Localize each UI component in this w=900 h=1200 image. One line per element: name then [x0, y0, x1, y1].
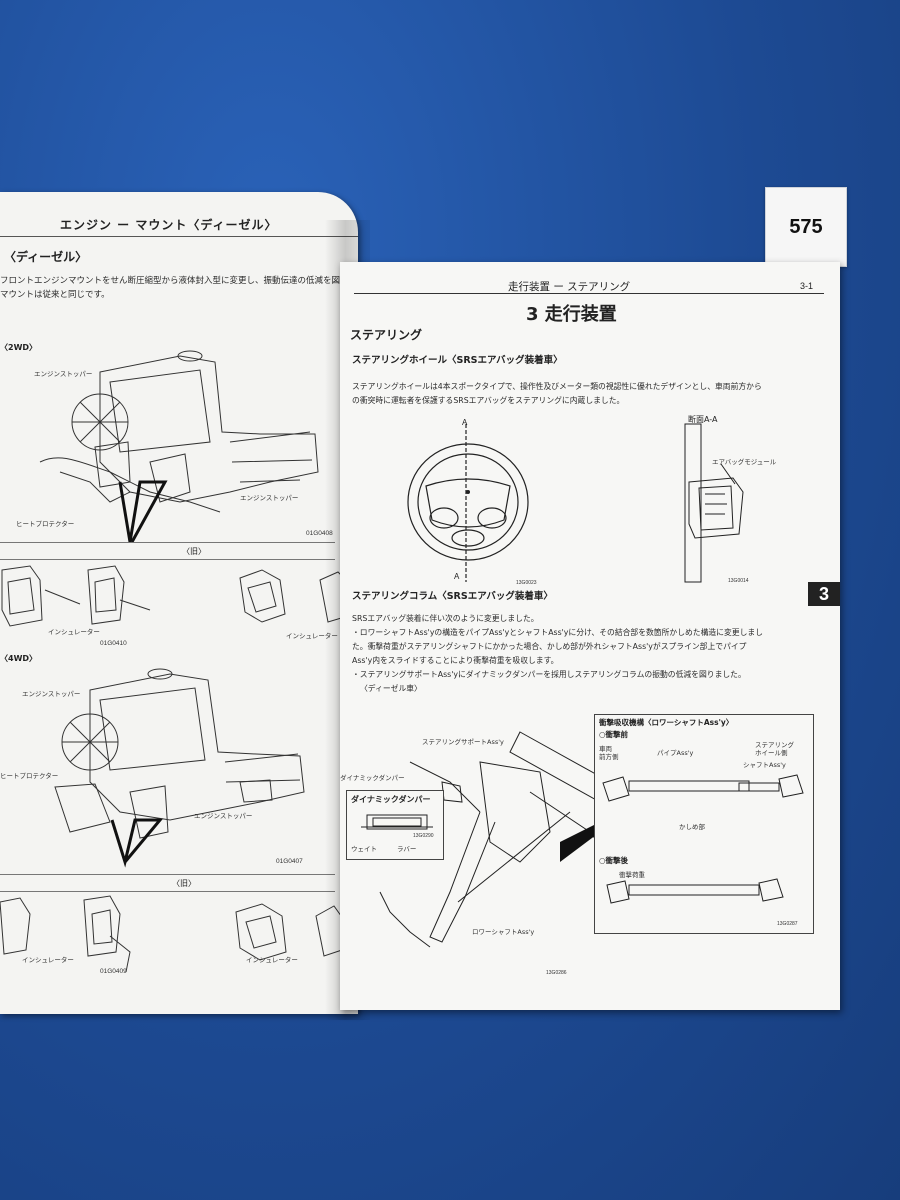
wheel-text-2: の衝突時に運転者を保護するSRSエアバッグをステアリングに内蔵しました。 [352, 396, 625, 405]
label-dynamic-damper: ダイナミックダンパー [340, 774, 405, 782]
dynamic-damper-box-title: ダイナミックダンパー [351, 795, 431, 804]
steering-wheel-illustration [407, 424, 529, 582]
left-page: エンジン ー マウント〈ディーゼル〉 〈ディーゼル〉 フロントエンジンマウントを… [0, 192, 358, 1014]
left-intro-line1: フロントエンジンマウントをせん断圧縮型から液体封入型に変更し、振動伝達の低減を図 [0, 276, 341, 286]
sub-4wd: 〈4WD〉 [0, 654, 38, 663]
dynamic-damper-detail-drawing [361, 814, 433, 830]
shaft-before-drawing [602, 774, 804, 802]
steering-wheel-side-label: ステアリング ホイール側 [755, 741, 794, 757]
label-insulator-1: インシュレーター [48, 628, 100, 636]
figure-code-13G0014: 13G0014 [728, 578, 749, 584]
label-heat-protector-1: ヒートプロテクター [16, 520, 75, 528]
shock-absorption-box: 衝撃吸収機構〈ロワーシャフトAss'y〉 ○衝撃前 車両 前方側 パイプAss'… [594, 714, 814, 934]
shock-box-title: 衝撃吸収機構〈ロワーシャフトAss'y〉 [599, 718, 734, 727]
figure-code-13G0287: 13G0287 [777, 921, 798, 927]
figure-code-13G0290: 13G0290 [413, 833, 434, 839]
label-engine-stopper-1: エンジンストッパー [34, 370, 93, 378]
insulator-old-2wd-illustration [1, 565, 351, 627]
page-number: 3-1 [800, 281, 814, 291]
column-text-3: た。衝撃荷重がステアリングシャフトにかかった場合、かしめ部が外れシャフトAss'… [352, 642, 747, 651]
figure-code-01G0408: 01G0408 [306, 530, 333, 537]
figure-code-13G0286: 13G0286 [546, 970, 567, 976]
insulator-old-4wd-illustration [0, 895, 345, 973]
label-steering-support: ステアリングサポートAss'y [422, 738, 504, 746]
catalog-number: 575 [789, 215, 823, 238]
column-text-6: 〈ディーゼル車〉 [360, 684, 422, 693]
vehicle-front-label: 車両 前方側 [599, 745, 619, 761]
section-a-a-illustration [684, 423, 744, 583]
label-insulator-2: インシュレーター [286, 632, 338, 640]
dynamic-damper-detail-box: ダイナミックダンパー ウェイト ラバー 13G0290 [346, 790, 444, 860]
label-engine-stopper-4: エンジンストッパー [194, 812, 253, 820]
label-heat-protector-2: ヒートプロテクター [0, 772, 59, 780]
label-engine-stopper-3: エンジンストッパー [22, 690, 81, 698]
column-text-2: ・ロワーシャフトAss'yの構造をパイプAss'yとシャフトAss'yに分け、そ… [352, 628, 763, 637]
column-heading: ステアリングコラム〈SRSエアバッグ装着車〉 [352, 591, 553, 602]
label-rubber: ラバー [397, 845, 417, 853]
wheel-heading: ステアリングホイール〈SRSエアバッグ装着車〉 [352, 355, 563, 366]
shock-before-label: ○衝撃前 [599, 730, 629, 739]
section-marker-a-top: A [462, 418, 468, 427]
right-page-header: 走行装置 ー ステアリング [508, 281, 631, 293]
column-text-5: ・ステアリングサポートAss'yにダイナミックダンパーを採用しステアリングコラム… [352, 670, 746, 679]
old-label-2: 〈旧〉 [172, 879, 196, 888]
label-insulator-3: インシュレーター [22, 956, 74, 964]
engine-4wd-illustration [54, 668, 305, 868]
old-label-1: 〈旧〉 [182, 547, 206, 556]
column-text-1: SRSエアバッグ装着に伴い次のように変更しました。 [352, 614, 539, 623]
label-engine-stopper-2: エンジンストッパー [240, 494, 299, 502]
shaft-after-drawing [606, 878, 784, 904]
label-weight: ウェイト [351, 845, 377, 853]
right-page: 走行装置 ー ステアリング 3-1 3 走行装置 ステアリング ステアリングホイ… [340, 262, 840, 1010]
figure-code-01G0410: 01G0410 [100, 640, 127, 647]
label-insulator-4: インシュレーター [246, 956, 298, 964]
sub-2wd: 〈2WD〉 [0, 343, 38, 352]
chapter-title: 3 走行装置 [526, 304, 617, 325]
figure-code-13G0023: 13G0023 [516, 580, 537, 586]
label-lower-shaft: ロワーシャフトAss'y [472, 928, 535, 936]
wheel-text-1: ステアリングホイールは4本スポークタイプで、操作性及びメーター類の視認性に優れた… [352, 382, 762, 391]
shock-after-label: ○衝撃後 [599, 856, 629, 865]
left-page-header: エンジン ー マウント〈ディーゼル〉 [60, 218, 278, 232]
right-section-title: ステアリング [350, 328, 423, 342]
section-marker-a-bottom: A [454, 572, 460, 581]
section-a-a-label: 断面A-A [688, 415, 718, 424]
chapter-tab: 3 [808, 582, 840, 606]
column-text-4: Ass'y内をスライドすることにより衝撃荷重を吸収します。 [352, 656, 559, 665]
pipe-label: パイプAss'y [657, 749, 694, 757]
left-intro-line2: マウントは従来と同じです。 [0, 290, 110, 300]
caulk-label: かしめ部 [679, 823, 705, 831]
figure-code-01G0407: 01G0407 [276, 858, 303, 865]
left-section-title: 〈ディーゼル〉 [4, 250, 88, 264]
shaft-label: シャフトAss'y [743, 761, 786, 769]
engine-2wd-illustration [39, 350, 319, 543]
figure-code-01G0409: 01G0409 [100, 968, 127, 975]
airbag-module-label: エアバッグモジュール [712, 458, 777, 466]
catalog-number-sticker: 575 [765, 187, 847, 267]
impact-load-label: 衝撃荷重 [619, 871, 645, 879]
